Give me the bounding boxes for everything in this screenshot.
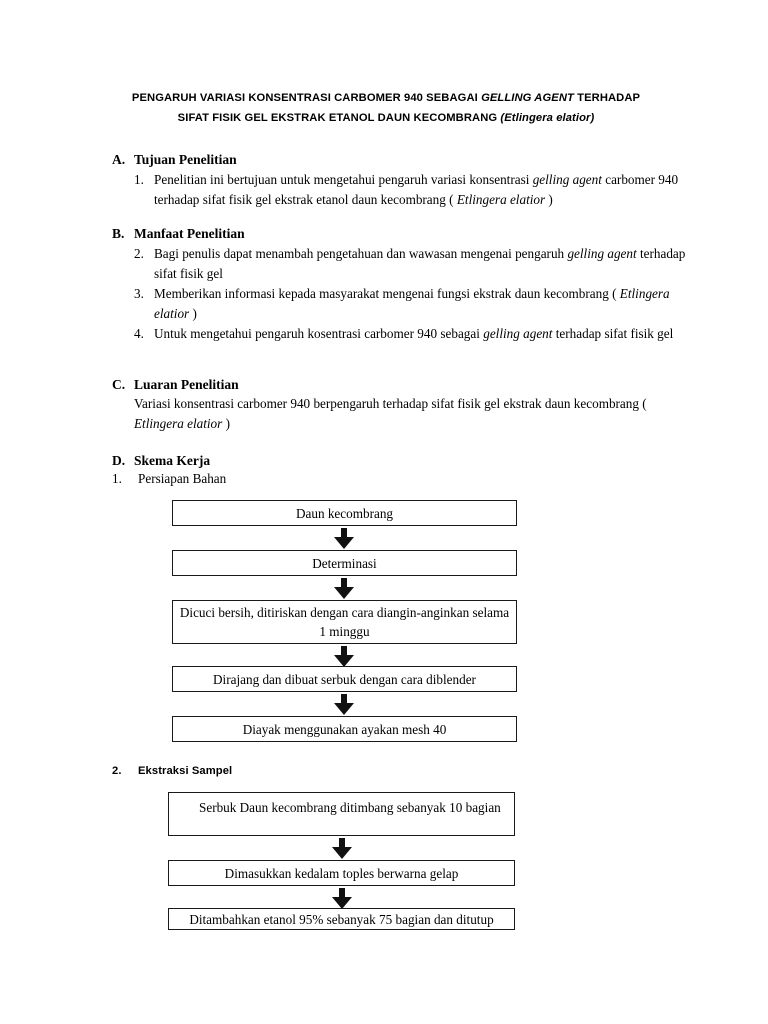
step-text-1: Persiapan Bahan	[138, 471, 227, 486]
title-line-2-pre: SIFAT FISIK GEL EKSTRAK ETANOL DAUN KECO…	[177, 112, 501, 124]
list-item-number: 1.	[134, 172, 144, 187]
flow-box: Determinasi	[172, 550, 517, 576]
flow-box-text: Diayak menggunakan ayakan mesh 40	[242, 721, 447, 737]
section-a-letter: A.	[112, 152, 126, 167]
section-a-heading-text: Tujuan Penelitian	[134, 152, 237, 167]
title-line-1-pre: PENGARUH VARIASI KONSENTRASI CARBOMER 94…	[131, 92, 482, 104]
list-item-number: 4.	[134, 326, 144, 341]
down-arrow-icon	[331, 646, 357, 668]
section-c: C. Luaran Penelitian Variasi konsentrasi…	[112, 375, 692, 433]
section-d-letter: D.	[112, 453, 126, 468]
flow-box: Dicuci bersih, ditiriskan dengan cara di…	[172, 600, 517, 644]
list-item-number: 3.	[134, 286, 144, 301]
section-c-heading-text: Luaran Penelitian	[134, 377, 239, 392]
list-item-text-post: )	[189, 305, 197, 321]
list-item: 2. Bagi penulis dapat menambah pengetahu…	[112, 244, 692, 283]
list-item-text-pre: Bagi penulis dapat menambah pengetahuan …	[154, 246, 568, 261]
down-arrow-icon	[329, 888, 355, 910]
section-c-letter: C.	[112, 377, 126, 392]
list-item: 4. Untuk mengetahui pengaruh kosentrasi …	[112, 324, 692, 344]
list-item-text-pre: Untuk mengetahui pengaruh kosentrasi car…	[154, 326, 484, 341]
section-d-heading-text: Skema Kerja	[134, 453, 211, 468]
list-item-text-mid: terhadap sifat fisik gel	[154, 246, 686, 281]
title-line-1: PENGARUH VARIASI KONSENTRASI CARBOMER 94…	[96, 88, 676, 108]
section-b: B. Manfaat Penelitian 2. Bagi penulis da…	[112, 224, 692, 344]
step-text-2: Ekstraksi Sampel	[138, 765, 233, 777]
list-item-text-italic: gelling agent	[532, 172, 602, 187]
down-arrow-icon	[331, 528, 357, 550]
flow-box: Daun kecombrang	[172, 500, 517, 526]
list-item-text-pre: Memberikan informasi kepada masyarakat m…	[154, 286, 620, 301]
list-item-number: 2.	[134, 246, 144, 261]
list-item-text-italic2: Etlingera elatior	[456, 191, 546, 207]
section-d-heading: D. Skema Kerja	[112, 451, 692, 470]
list-item: 3. Memberikan informasi kepada masyaraka…	[112, 284, 692, 323]
section-b-heading-text: Manfaat Penelitian	[134, 226, 245, 241]
section-c-paragraph-post: )	[222, 415, 230, 431]
title-line-2-italic: (Etlingera elatior)	[500, 112, 595, 124]
flow-box-text: Dicuci bersih, ditiriskan dengan cara di…	[179, 605, 510, 639]
flow-box: Ditambahkan etanol 95% sebanyak 75 bagia…	[168, 908, 515, 930]
step-label-1: 1. Persiapan Bahan	[112, 469, 226, 488]
flow-box: Dimasukkan kedalam toples berwarna gelap	[168, 860, 515, 886]
step-number-2: 2.	[112, 765, 122, 777]
flow-box-text: Determinasi	[312, 555, 377, 571]
list-item-text-mid: carbomer 940 terhadap sifat fisik gel ek…	[154, 172, 679, 207]
flow-box-text: Ditambahkan etanol 95% sebanyak 75 bagia…	[189, 911, 494, 927]
section-a-heading: A. Tujuan Penelitian	[112, 150, 692, 169]
list-item-text-italic: gelling agent	[567, 246, 637, 261]
title-line-2: SIFAT FISIK GEL EKSTRAK ETANOL DAUN KECO…	[96, 108, 676, 128]
step-label-2: 2. Ekstraksi Sampel	[112, 762, 232, 780]
list-item-text-pre: Penelitian ini bertujuan untuk mengetahu…	[154, 172, 533, 187]
flow-box-text: Dirajang dan dibuat serbuk dengan cara d…	[213, 671, 476, 687]
title-line-1-post: TERHADAP	[573, 92, 641, 104]
section-a: A. Tujuan Penelitian 1. Penelitian ini b…	[112, 150, 692, 209]
list-item-text-italic: gelling agent	[483, 326, 553, 341]
down-arrow-icon	[331, 578, 357, 600]
section-b-letter: B.	[112, 226, 125, 241]
list-item: 1. Penelitian ini bertujuan untuk menget…	[112, 170, 692, 209]
section-c-paragraph: Variasi konsentrasi carbomer 940 berpeng…	[112, 394, 692, 433]
flow-box-text: Serbuk Daun kecombrang ditimbang sebanya…	[199, 800, 501, 815]
down-arrow-icon	[331, 694, 357, 716]
flow-box-text: Dimasukkan kedalam toples berwarna gelap	[224, 865, 459, 881]
flow-box: Diayak menggunakan ayakan mesh 40	[172, 716, 517, 742]
section-c-paragraph-pre: Variasi konsentrasi carbomer 940 berpeng…	[134, 396, 647, 411]
list-item-text-post: )	[545, 191, 553, 207]
flow-box: Dirajang dan dibuat serbuk dengan cara d…	[172, 666, 517, 692]
section-b-heading: B. Manfaat Penelitian	[112, 224, 692, 243]
page-title: PENGARUH VARIASI KONSENTRASI CARBOMER 94…	[96, 88, 676, 128]
step-number-1: 1.	[112, 471, 122, 486]
section-c-heading: C. Luaran Penelitian	[112, 375, 692, 394]
list-item-text-italic2: Etlingera elatior	[154, 286, 670, 321]
title-line-1-italic: GELLING AGENT	[481, 92, 574, 104]
section-c-paragraph-italic: Etlingera elatior	[134, 415, 223, 431]
flow-box: Serbuk Daun kecombrang ditimbang sebanya…	[168, 792, 515, 836]
down-arrow-icon	[329, 838, 355, 860]
list-item-text-mid: terhadap sifat fisik gel	[552, 326, 674, 341]
section-d: D. Skema Kerja	[112, 451, 692, 470]
flow-box-text: Daun kecombrang	[295, 505, 394, 521]
